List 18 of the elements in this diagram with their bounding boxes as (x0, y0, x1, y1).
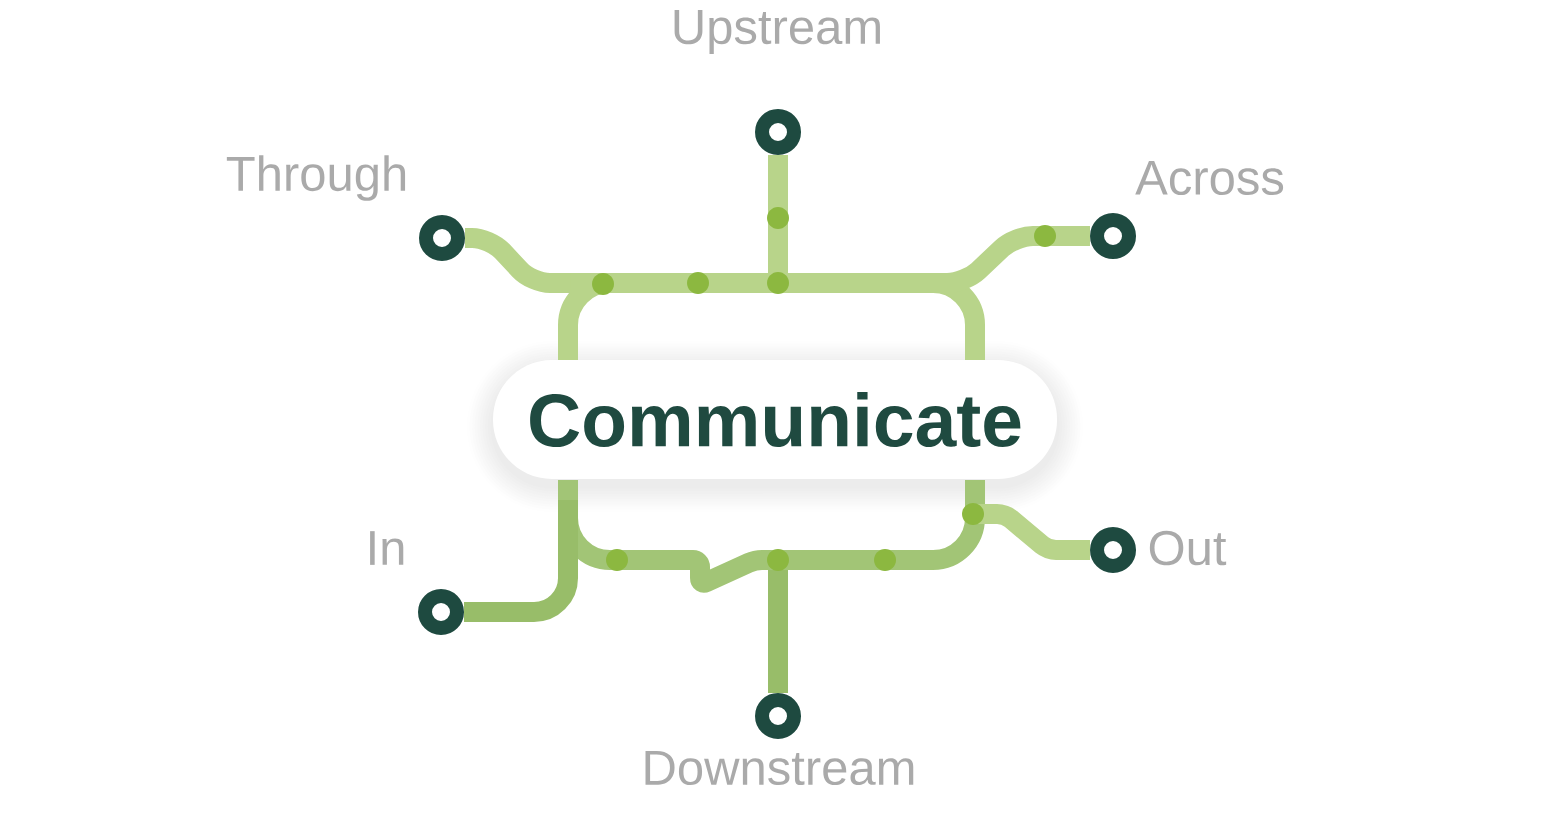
route-line (768, 570, 788, 693)
endpoint-ring (1090, 527, 1136, 573)
route-line (768, 155, 788, 273)
route-line (975, 504, 1090, 560)
route-line (462, 228, 570, 293)
endpoint-label: Downstream (645, 750, 914, 786)
endpoint-ring (418, 589, 464, 635)
endpoint-label: Through (226, 155, 406, 201)
endpoint-ring (419, 215, 465, 261)
endpoint-ring (1090, 213, 1136, 259)
endpoint-label: Upstream (674, 10, 880, 54)
route-line (930, 226, 1090, 293)
endpoint-ring (755, 109, 801, 155)
endpoint-ring (755, 693, 801, 739)
endpoint-label: Out (1149, 530, 1227, 566)
endpoint-label: Across (1135, 160, 1284, 196)
endpoint-label: In (370, 531, 404, 565)
title-pill: Communicate (467, 341, 1083, 512)
